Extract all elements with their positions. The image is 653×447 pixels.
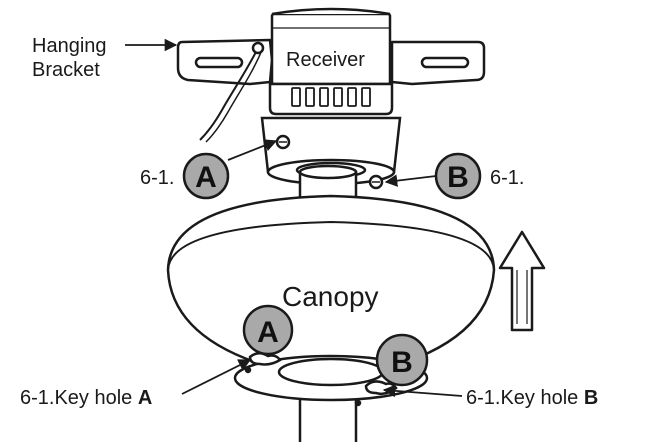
leader-keyhole-a: [181, 359, 252, 395]
bracket-slot-left: [194, 56, 244, 69]
marker-a-canopy: A: [242, 304, 294, 356]
marker-b-canopy: B: [375, 333, 429, 387]
label-keyhole-a-prefix: 6-1.Key hole: [20, 387, 138, 409]
label-keyhole-b-prefix: 6-1.Key hole: [466, 387, 584, 409]
label-receiver: Receiver: [286, 49, 365, 71]
label-bracket: Bracket: [32, 59, 100, 81]
bracket-slot-right: [420, 56, 470, 69]
label-canopy: Canopy: [282, 281, 379, 312]
up-arrow-icon: [498, 230, 546, 332]
leader-keyhole-b: [382, 384, 463, 398]
leader-lines: [125, 38, 463, 398]
label-keyhole-a-letter: A: [138, 387, 152, 409]
marker-a-top-letter: A: [195, 161, 217, 194]
marker-a-top: A: [182, 152, 230, 200]
marker-b-top: B: [434, 152, 482, 200]
marker-b-canopy-letter: B: [391, 346, 413, 379]
label-hanging: Hanging: [32, 35, 107, 57]
label-keyhole-b-letter: B: [584, 387, 598, 409]
leader-screw-b: [384, 174, 437, 187]
receiver-vents: [291, 87, 371, 107]
label-step-b: 6-1.: [490, 167, 524, 189]
label-step-a: 6-1.: [140, 167, 174, 189]
marker-b-top-letter: B: [447, 161, 469, 194]
marker-a-canopy-letter: A: [257, 316, 279, 349]
label-keyhole-a: 6-1.Key hole A: [20, 387, 152, 409]
label-keyhole-b: 6-1.Key hole B: [466, 387, 598, 409]
receiver: [260, 7, 402, 190]
hanging-bracket: [176, 38, 486, 143]
leader-screw-a: [227, 139, 278, 161]
